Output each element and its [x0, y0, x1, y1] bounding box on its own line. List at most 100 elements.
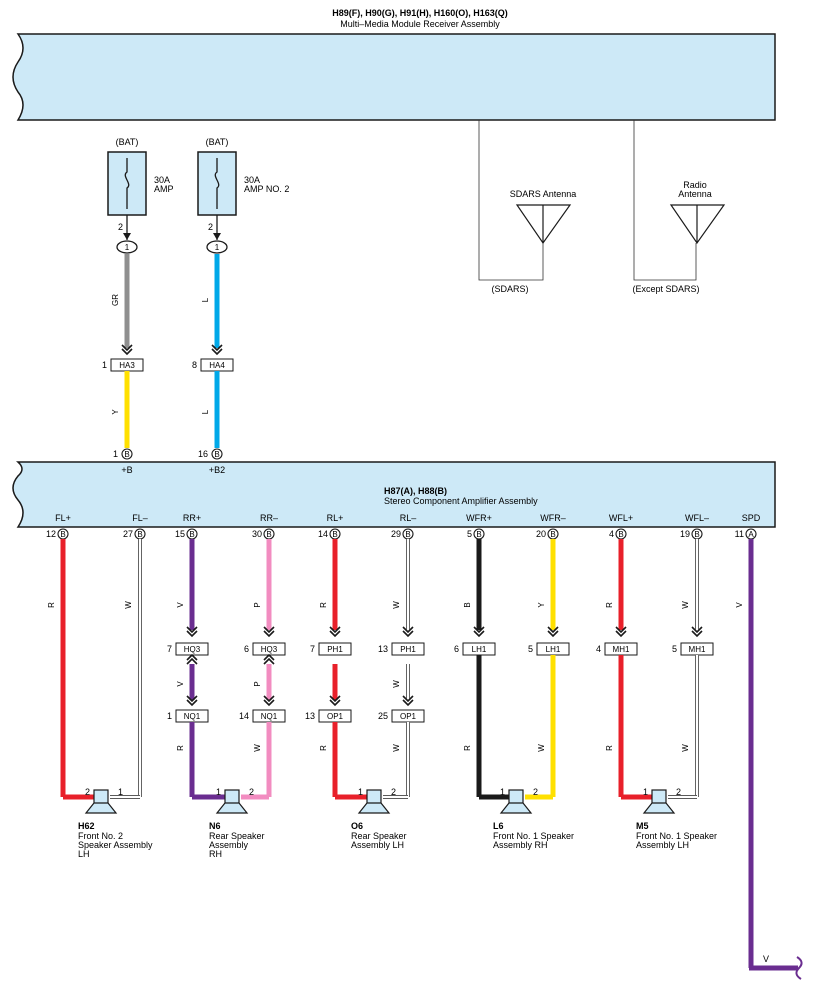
spk1-pos-conn2-label: NQ1 — [184, 712, 201, 721]
receiver-box — [12, 33, 776, 121]
amp-supply-pin-1 — [211, 448, 223, 460]
speaker-pos-pin-3: 1 — [500, 787, 505, 797]
spk4-pos-conn1-label: MH1 — [613, 645, 630, 654]
speaker-id-1: N6 — [209, 821, 221, 831]
fuse-conn-1-label: HA4 — [209, 361, 225, 370]
spk3-neg-conn1-pin: 5 — [528, 644, 533, 654]
speaker-neg-pin-3: 2 — [533, 787, 538, 797]
terminal-pin-number-3: 30 — [252, 529, 262, 539]
terminal-pin-number-10: 11 — [735, 529, 744, 539]
amp-supply-term-1: +B2 — [209, 465, 225, 475]
amplifier-code: H87(A), H88(B) — [384, 486, 447, 496]
fuse-name-0: AMP — [154, 184, 174, 194]
fuse-chevron-0-a — [121, 344, 133, 352]
spk2-pos-conn1 — [318, 642, 352, 656]
fuse-source-1: (BAT) — [206, 137, 229, 147]
spk1-neg-chev1-a — [263, 626, 275, 634]
fuse-lead-arrow-0 — [123, 233, 131, 240]
speaker-magnet-1 — [224, 789, 240, 805]
speaker-pos-pin-2: 1 — [358, 787, 363, 797]
spk1-pos-chev1-b — [186, 630, 198, 638]
terminal-pin-number-4: 14 — [318, 529, 328, 539]
speaker-line-0-1: Speaker Assembly — [78, 840, 153, 850]
terminal-name-3: RR– — [260, 513, 278, 523]
spk2-neg-chev2-b — [402, 699, 414, 707]
spk1-pos-wire-label-mid: V — [176, 681, 185, 687]
fuse-element-1 — [214, 158, 220, 209]
speaker-pos-pin-1: 1 — [216, 787, 221, 797]
spk2-pos-chev2-a — [329, 695, 341, 703]
spk0-pos-wire-label-top: R — [47, 602, 56, 608]
sdars-note: (SDARS) — [491, 284, 528, 294]
radio-antenna-label-2: Antenna — [678, 189, 712, 199]
terminal-pin-number-8: 4 — [609, 529, 614, 539]
fuse-chevron-0-b — [121, 348, 133, 356]
radio-antenna: Radio Antenna (Except SDARS) — [632, 120, 726, 294]
spk1-pos-chev1-a — [186, 626, 198, 634]
radio-antenna-wire — [633, 120, 697, 281]
radio-antenna-label-1: Radio — [683, 180, 707, 190]
fuse-junction-1 — [206, 240, 228, 254]
spk2-pos-conn1-pin: 7 — [310, 644, 315, 654]
spk4-pos-chev1-a — [615, 626, 627, 634]
spk2-pos-chev1-b — [329, 630, 341, 638]
amp-supply-pin-1-letter: B — [214, 450, 219, 459]
speaker-pos-pin-0: 2 — [85, 787, 90, 797]
spk4-neg-chev1-a — [691, 626, 703, 634]
spk1-neg-chev1-b — [263, 630, 275, 638]
speaker-magnet-3 — [508, 789, 524, 805]
spk3-neg-wire-label-bottom: W — [537, 744, 546, 752]
speaker-line-1-0: Rear Speaker — [209, 831, 265, 841]
amp-supply-pin-number-1: 16 — [198, 449, 208, 459]
speaker-cone-4 — [642, 802, 676, 814]
amplifier-box — [12, 461, 776, 528]
spk3-pos-wire-label-bottom: R — [463, 745, 472, 751]
receiver-name: Multi–Media Module Receiver Assembly — [340, 19, 500, 29]
spk2-neg-conn1-label: PH1 — [400, 645, 416, 654]
spd-wire-break — [795, 956, 803, 980]
speaker-magnet-0 — [93, 789, 109, 805]
amp-supply-pin-0-letter: B — [124, 450, 129, 459]
spk2-pos-wire-label-bottom: R — [319, 745, 328, 751]
spk1-neg-wire-label-bottom: W — [253, 744, 262, 752]
spk4-neg-conn1-label: MH1 — [689, 645, 706, 654]
terminal-pin-7-letter: B — [550, 530, 555, 539]
spk1-pos-conn1-label: HQ3 — [184, 645, 201, 654]
terminal-pin-number-5: 29 — [391, 529, 401, 539]
radio-antenna-note: (Except SDARS) — [632, 284, 699, 294]
spk2-pos-conn2-pin: 13 — [305, 711, 315, 721]
spk1-neg-wire-label-mid: P — [253, 681, 262, 686]
amp-supply-term-0: +B — [121, 465, 132, 475]
fuse-out-pin-1: 2 — [208, 222, 213, 232]
spk3-neg-wire-label-top: Y — [537, 602, 546, 608]
fuse-source-0: (BAT) — [116, 137, 139, 147]
amp-supply-pin-number-0: 1 — [113, 449, 118, 459]
terminal-pin-3-letter: B — [266, 530, 271, 539]
fuse-rating-0: 30A — [154, 175, 170, 185]
spk2-pos-wire-label-top: R — [319, 602, 328, 608]
fuse-name-1: AMP NO. 2 — [244, 184, 289, 194]
amplifier-name: Stereo Component Amplifier Assembly — [384, 496, 538, 506]
spk2-neg-conn2-pin: 25 — [378, 711, 388, 721]
fuse-lead-arrow-1 — [213, 233, 221, 240]
spk4-neg-wire-label-top: W — [681, 601, 690, 609]
spk4-neg-conn1-pin: 5 — [672, 644, 677, 654]
spk3-neg-chev1-a — [547, 626, 559, 634]
fuse-wire-top-label-0: GR — [111, 294, 120, 306]
fuse-conn-1-pin: 8 — [192, 360, 197, 370]
terminal-pin-number-9: 19 — [680, 529, 690, 539]
spk2-pos-chev2-b — [329, 699, 341, 707]
spk2-neg-conn2-label: OP1 — [400, 712, 417, 721]
spk2-pos-chev1-a — [329, 626, 341, 634]
speaker-neg-pin-2: 2 — [391, 787, 396, 797]
speaker-cone-2 — [357, 802, 391, 814]
spd-wire-label: V — [735, 602, 744, 608]
spk3-neg-conn1-label: LH1 — [546, 645, 561, 654]
spk0-neg-wire-label-top: W — [124, 601, 133, 609]
spk1-pos-chev2-b — [186, 699, 198, 707]
fuse-junction-label-0: 1 — [125, 243, 130, 252]
spk3-pos-wire-label-top: B — [463, 602, 472, 607]
speaker-line-4-0: Front No. 1 Speaker — [636, 831, 717, 841]
speaker-pos-pin-4: 1 — [643, 787, 648, 797]
